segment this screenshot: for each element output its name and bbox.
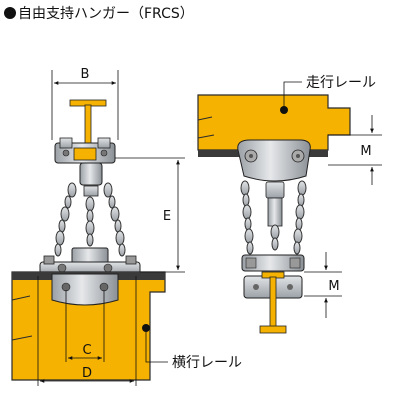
dim-c: [65, 290, 105, 362]
right-upper-trolley: [237, 139, 311, 227]
dim-e-label: E: [163, 209, 171, 224]
left-chains: [54, 182, 126, 257]
diagram-title: 自由支持ハンガー（FRCS）: [4, 3, 194, 23]
cross-rail-label: 横行レール: [172, 355, 242, 371]
left-view: B E C D 横行レール: [11, 67, 242, 386]
right-chains: [240, 180, 307, 255]
running-rail-leader: [283, 81, 302, 110]
right-lower-trolley: [241, 254, 305, 299]
dim-m-upper: [328, 115, 382, 185]
bullet-icon: [4, 7, 16, 19]
dim-b-label: B: [81, 67, 90, 82]
left-cross-rail: [11, 271, 166, 381]
dim-m-upper-label: M: [360, 144, 371, 159]
left-top-trolley: [54, 137, 116, 197]
dim-m-lower-label: M: [328, 279, 339, 294]
title-text: 自由支持ハンガー（FRCS）: [18, 6, 194, 22]
right-cross-rail-ibeam: [259, 271, 287, 334]
running-rail-label: 走行レール: [306, 75, 376, 91]
dim-b: [51, 70, 119, 140]
dim-d: [37, 276, 137, 386]
dim-d-label: D: [82, 366, 92, 381]
left-lower-trolley: [39, 247, 141, 275]
right-view: M M 走行レール: [197, 75, 382, 334]
dim-e: [115, 157, 185, 273]
dim-m-lower: [304, 252, 342, 318]
cross-rail-leader: [145, 328, 168, 363]
dim-c-label: C: [82, 343, 91, 358]
